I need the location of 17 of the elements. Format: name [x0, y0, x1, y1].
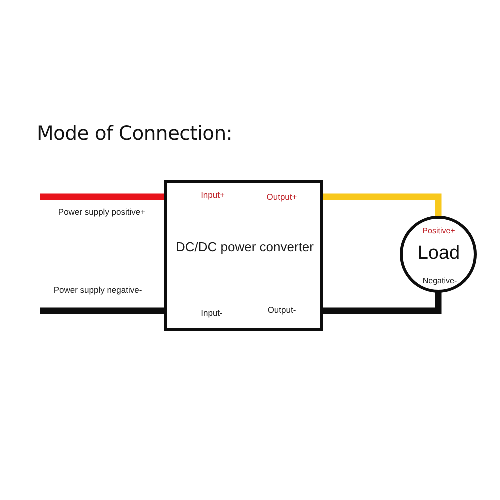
terminal-label: Positive+ — [422, 226, 456, 236]
terminal-label: Output- — [268, 306, 296, 316]
terminal-label: Negative- — [422, 276, 458, 286]
terminal-label: Input- — [201, 309, 223, 319]
wire-label: Power supply negative- — [54, 286, 142, 296]
wire — [323, 292, 442, 314]
converter-box — [164, 180, 323, 331]
title: Mode of Connection: — [37, 122, 233, 145]
wire — [40, 308, 164, 314]
wire-label: Power supply positive+ — [58, 208, 146, 218]
wire — [323, 194, 442, 217]
terminal-label: Output+ — [266, 193, 298, 203]
wire — [40, 194, 164, 200]
converter-label: DC/DC power converter — [176, 240, 314, 256]
terminal-label: Input+ — [201, 191, 225, 201]
load-label: Load — [418, 243, 460, 265]
load-circle — [400, 216, 477, 293]
